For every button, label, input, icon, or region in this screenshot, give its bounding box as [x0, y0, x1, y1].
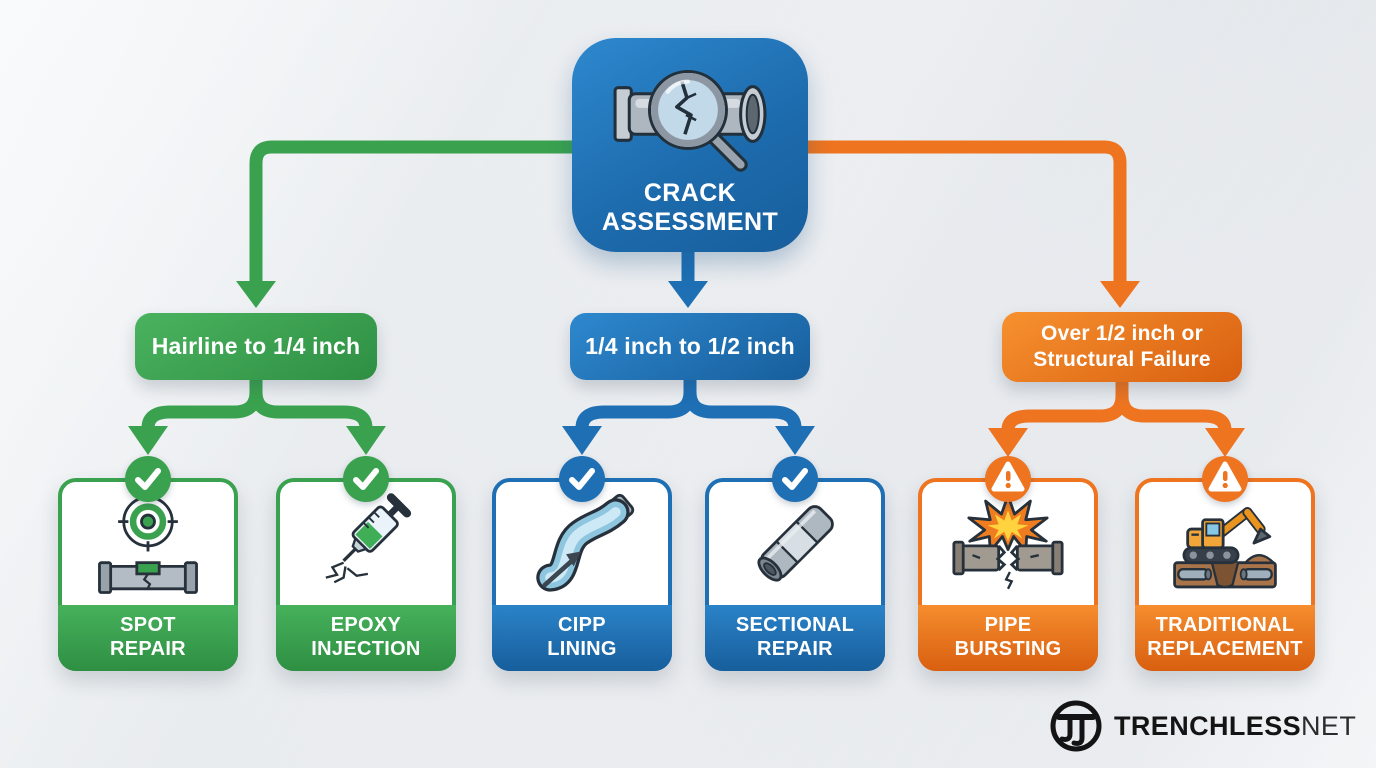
card-label-line1: CIPP [558, 614, 606, 637]
range-label-moderate: 1/4 inch to 1/2 inch [570, 313, 810, 380]
card-sectional-repair: SECTIONAL REPAIR [705, 456, 885, 671]
root-title: CRACK ASSESSMENT [602, 179, 778, 238]
warning-badge-icon [985, 456, 1031, 502]
pipe-sleeve-icon [709, 484, 881, 604]
card-label-line1: TRADITIONAL [1155, 614, 1295, 637]
card-label: PIPE BURSTING [918, 605, 1098, 671]
card-label-line1: SPOT [120, 614, 176, 637]
card-label-line1: PIPE [984, 614, 1032, 637]
card-label-line1: SECTIONAL [735, 614, 855, 637]
branch-connector-orange [793, 140, 1245, 457]
logo-brand-light: NET [1301, 710, 1357, 741]
check-badge-icon [772, 456, 818, 502]
check-badge-icon [559, 456, 605, 502]
target-pipe-icon [62, 484, 234, 604]
check-badge-icon [125, 456, 171, 502]
card-label: CIPP LINING [492, 605, 672, 671]
root-title-line1: CRACK [643, 178, 737, 207]
logo-wordmark: TRENCHLESSNET [1114, 711, 1356, 742]
branch-connector-green [128, 140, 587, 455]
card-label: TRADITIONAL REPLACEMENT [1135, 605, 1315, 671]
excavator-trench-icon [1139, 484, 1311, 604]
magnifier-cracked-pipe-icon [613, 69, 767, 172]
branch-connector-blue [562, 241, 815, 455]
warning-badge-icon [1202, 456, 1248, 502]
range-label-moderate-line1: 1/4 inch to 1/2 inch [585, 333, 795, 359]
card-label-line2: LINING [547, 638, 617, 660]
card-cipp-lining: CIPP LINING [492, 456, 672, 671]
range-label-severe-line1: Over 1/2 inch or [1041, 321, 1203, 345]
range-label-minor: Hairline to 1/4 inch [135, 313, 377, 380]
card-label: SECTIONAL REPAIR [705, 605, 885, 671]
card-pipe-bursting: PIPE BURSTING [918, 456, 1098, 671]
card-label: SPOT REPAIR [58, 605, 238, 671]
bursting-pipe-icon [922, 484, 1094, 604]
range-label-severe: Over 1/2 inch or Structural Failure [1002, 312, 1242, 382]
root-title-line2: ASSESSMENT [601, 208, 779, 236]
card-label-line2: REPLACEMENT [1147, 638, 1303, 660]
check-badge-icon [343, 456, 389, 502]
card-epoxy-injection: EPOXY INJECTION [276, 456, 456, 671]
card-label-line2: BURSTING [954, 638, 1062, 660]
syringe-crack-icon [280, 484, 452, 604]
card-spot-repair: SPOT REPAIR [58, 456, 238, 671]
curved-liner-icon [496, 484, 668, 604]
card-label-line2: INJECTION [311, 638, 421, 660]
range-label-minor-line1: Hairline to 1/4 inch [151, 333, 361, 359]
card-label-line2: REPAIR [757, 638, 833, 660]
trenchlessnet-logo: TRENCHLESSNET [1048, 698, 1356, 754]
card-label-line1: EPOXY [330, 614, 402, 637]
range-label-severe-line2: Structural Failure [1033, 348, 1211, 371]
trenchlessnet-logo-mark-icon [1050, 700, 1102, 752]
card-label-line2: REPAIR [110, 638, 186, 660]
root-node-crack-assessment: CRACK ASSESSMENT [572, 38, 808, 252]
card-label: EPOXY INJECTION [276, 605, 456, 671]
logo-brand-bold: TRENCHLESS [1114, 710, 1302, 741]
card-traditional-replacement: TRADITIONAL REPLACEMENT [1135, 456, 1315, 671]
